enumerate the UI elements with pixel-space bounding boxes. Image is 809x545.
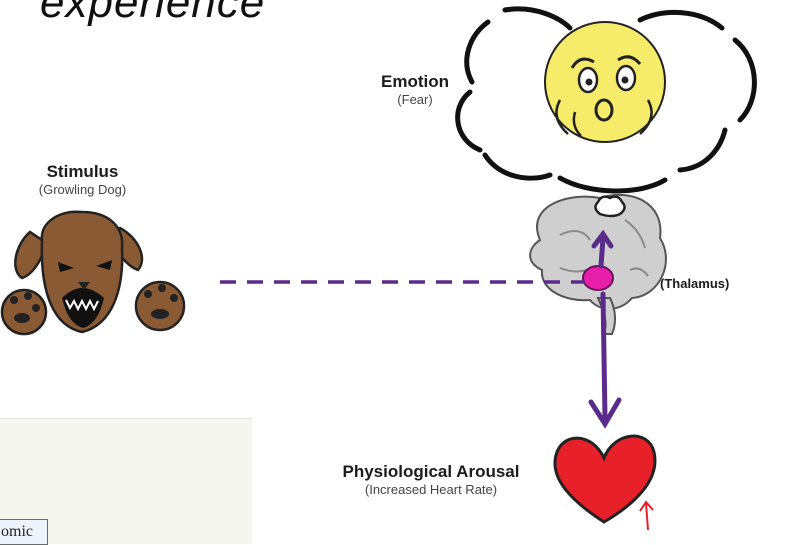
heart-icon <box>553 434 657 524</box>
page-heading: experience <box>40 0 266 27</box>
emotion-title: Emotion <box>381 72 449 91</box>
arousal-subtitle: (Increased Heart Rate) <box>364 482 498 497</box>
emotion-label: Emotion (Fear) <box>360 72 470 107</box>
paw-icon <box>0 288 48 336</box>
stimulus-label: Stimulus (Growling Dog) <box>20 162 145 197</box>
puff-icon <box>594 195 626 218</box>
paw-icon <box>134 280 186 332</box>
up-arrow-icon <box>639 500 654 531</box>
arrow-up-to-emotion <box>591 229 614 269</box>
dog-face-icon <box>14 210 144 334</box>
panel-text-box: omic <box>0 519 48 545</box>
arousal-label: Physiological Arousal (Increased Heart R… <box>326 462 536 497</box>
arousal-title: Physiological Arousal <box>342 462 520 481</box>
emotion-subtitle: (Fear) <box>397 92 433 107</box>
thought-cloud-icon <box>455 6 757 194</box>
brain-icon <box>529 193 667 335</box>
stimulus-subtitle: (Growling Dog) <box>38 182 127 197</box>
stimulus-title: Stimulus <box>46 162 119 181</box>
arrow-down-to-arousal <box>588 291 622 429</box>
scared-face-icon <box>544 21 666 143</box>
thalamus-label: (Thalamus) <box>660 276 730 291</box>
